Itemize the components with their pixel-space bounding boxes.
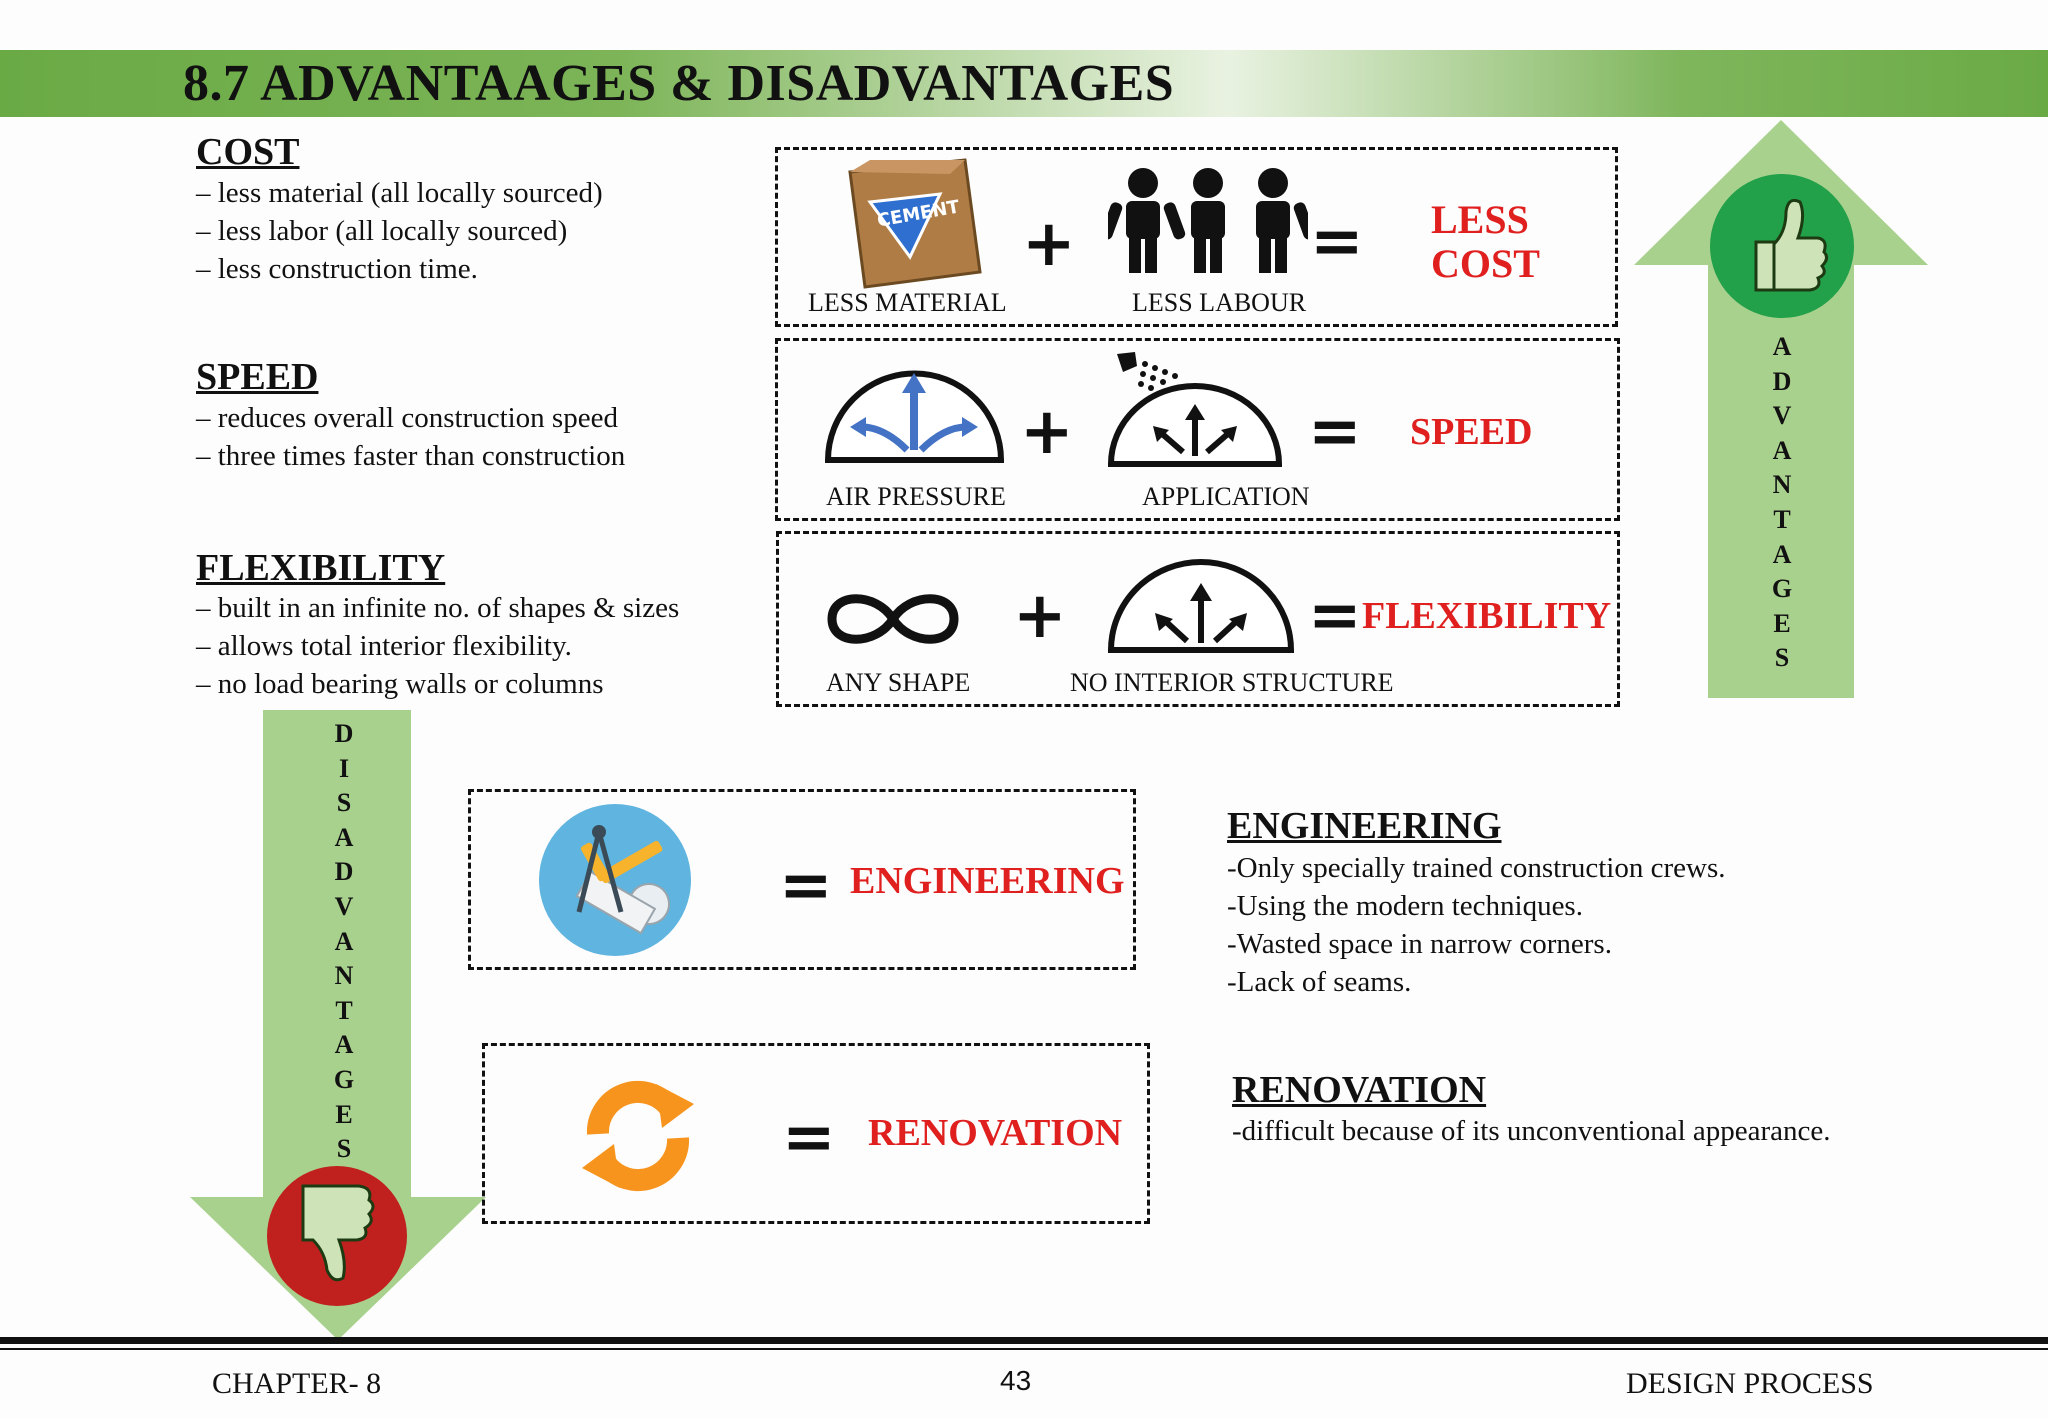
letter: V	[1772, 401, 1792, 431]
engineering-tools-icon	[539, 804, 691, 956]
dome-arrows-icon	[1107, 559, 1295, 653]
letter: A	[1772, 539, 1792, 569]
equals-sign: =	[779, 849, 833, 923]
letter: S	[1774, 643, 1790, 673]
advantages-arrow	[1634, 120, 1928, 698]
speed-result: SPEED	[1410, 411, 1533, 453]
renovation-equation-box	[482, 1043, 1150, 1224]
letter: S	[336, 788, 352, 818]
letter: N	[1772, 470, 1792, 500]
less-cost-line1: LESS	[1431, 197, 1529, 242]
engineering-heading: ENGINEERING	[1227, 805, 1502, 847]
flexibility-equation-box	[776, 531, 1620, 707]
speed-equation-box	[775, 338, 1620, 521]
disadvantages-arrow	[190, 710, 486, 1340]
engineering-item: -Using the modern techniques.	[1227, 890, 1583, 922]
thumbs-down-icon	[267, 1166, 407, 1306]
letter: G	[1771, 574, 1793, 604]
letter: E	[1773, 608, 1791, 638]
cost-item: – less material (all locally sourced)	[196, 177, 603, 209]
letter: A	[1772, 332, 1792, 361]
infinity-icon	[827, 594, 959, 644]
cost-heading: COST	[196, 131, 300, 173]
flexibility-list: – built in an infinite no. of shapes & s…	[196, 589, 679, 703]
plus-sign: +	[1022, 207, 1076, 281]
letter: S	[336, 1134, 352, 1164]
air-pressure-dome-icon	[824, 370, 1005, 463]
people-icon	[1108, 168, 1308, 273]
letter: T	[1773, 504, 1791, 534]
letter: V	[334, 891, 354, 921]
less-labour-caption: LESS LABOUR	[1132, 288, 1307, 317]
equals-sign: =	[1310, 205, 1364, 279]
cement-bag-icon: CEMENT	[848, 158, 982, 289]
no-interior-structure-caption: NO INTERIOR STRUCTURE	[1070, 668, 1394, 697]
letter: A	[334, 822, 354, 852]
cost-equation-box	[775, 147, 1618, 327]
equals-sign: =	[782, 1101, 836, 1175]
refresh-icon	[582, 1080, 694, 1192]
letter: A	[334, 1030, 354, 1060]
cost-item: – less construction time.	[196, 253, 478, 285]
any-shape-caption: ANY SHAPE	[826, 668, 971, 697]
letter: D	[334, 719, 354, 748]
flexibility-item: – built in an infinite no. of shapes & s…	[196, 592, 680, 624]
advantages-vertical-label: A D V A N T A G E S	[1760, 330, 1804, 676]
less-cost-line2: COST	[1431, 241, 1540, 286]
speed-heading: SPEED	[196, 356, 319, 398]
footer-section: DESIGN PROCESS	[1626, 1367, 1874, 1400]
cost-list: – less material (all locally sourced) – …	[196, 174, 603, 288]
letter: D	[334, 857, 354, 887]
engineering-item: -Wasted space in narrow corners.	[1227, 928, 1612, 960]
spray-dome-icon	[1107, 352, 1283, 467]
disadvantages-vertical-label: D I S A D V A N T A G E S	[322, 717, 366, 1167]
letter: E	[335, 1099, 353, 1129]
equals-sign: =	[1308, 579, 1362, 653]
letter: G	[333, 1064, 355, 1094]
footer-divider	[0, 1337, 2048, 1344]
air-pressure-caption: AIR PRESSURE	[826, 482, 1006, 511]
letter: I	[338, 753, 350, 783]
renovation-result: RENOVATION	[868, 1112, 1123, 1154]
less-cost-result: LESS COST	[1431, 198, 1540, 286]
page-title: 8.7 ADVANTAAGES & DISADVANTAGES	[183, 55, 1175, 112]
equals-sign: =	[1308, 395, 1362, 469]
renovation-item: -difficult because of its unconventional…	[1232, 1115, 1831, 1147]
flexibility-heading: FLEXIBILITY	[196, 547, 446, 589]
page-number: 43	[1000, 1365, 1032, 1396]
footer-divider	[0, 1348, 2048, 1350]
speed-list: – reduces overall construction speed – t…	[196, 399, 625, 475]
engineering-equation-box	[468, 789, 1136, 970]
flexibility-item: – no load bearing walls or columns	[196, 668, 604, 700]
less-material-caption: LESS MATERIAL	[808, 288, 1007, 317]
letter: D	[1772, 366, 1792, 396]
letter: T	[335, 995, 353, 1025]
footer-chapter: CHAPTER- 8	[212, 1367, 382, 1400]
plus-sign: +	[1020, 395, 1074, 469]
flexibility-item: – allows total interior flexibility.	[196, 630, 572, 662]
speed-item: – reduces overall construction speed	[196, 402, 618, 434]
speed-item: – three times faster than construction	[196, 440, 626, 472]
application-caption: APPLICATION	[1142, 482, 1310, 511]
engineering-list: -Only specially trained construction cre…	[1227, 849, 1725, 1001]
cost-item: – less labor (all locally sourced)	[196, 215, 568, 247]
plus-sign: +	[1013, 579, 1067, 653]
letter: N	[334, 961, 354, 991]
thumbs-up-icon	[1710, 174, 1854, 318]
engineering-item: -Only specially trained construction cre…	[1227, 852, 1726, 884]
letter: A	[334, 926, 354, 956]
title-banner	[0, 50, 2048, 117]
renovation-heading: RENOVATION	[1232, 1069, 1487, 1111]
renovation-list: -difficult because of its unconventional…	[1232, 1112, 1831, 1150]
letter: A	[1772, 435, 1792, 465]
engineering-result: ENGINEERING	[850, 860, 1125, 902]
flexibility-result: FLEXIBILITY	[1362, 595, 1612, 637]
engineering-item: -Lack of seams.	[1227, 966, 1412, 998]
